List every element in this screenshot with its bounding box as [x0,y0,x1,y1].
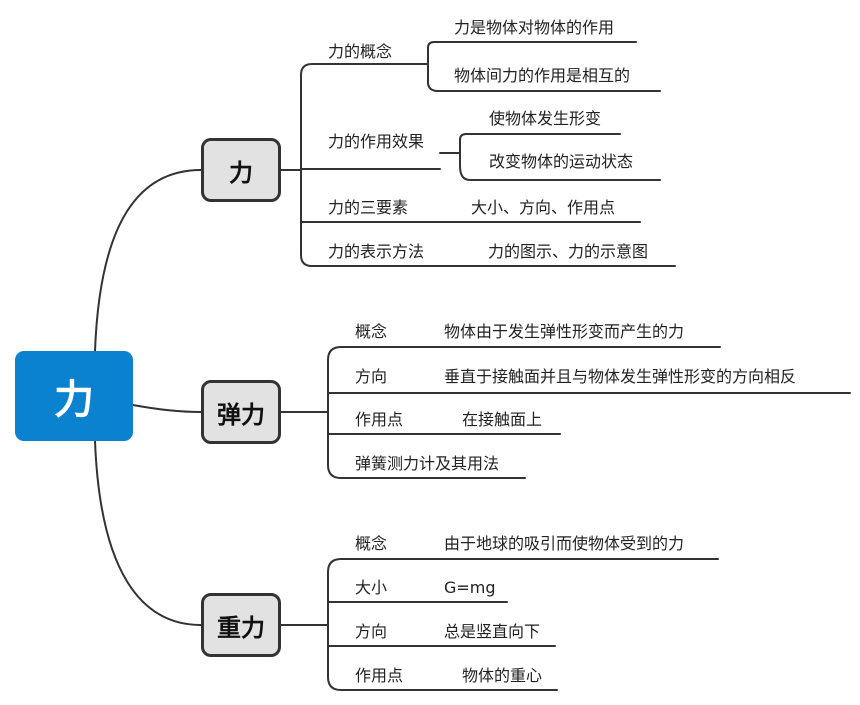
subtopic-effects-of-force[interactable]: 力的作用效果 [328,132,425,151]
subtopic-gravity-direction[interactable]: 方向 [355,622,388,641]
detail-force-mutual[interactable]: 物体间力的作用是相互的 [454,66,631,85]
subtopic-gravity-point[interactable]: 作用点 [355,666,404,685]
detail-motion-change[interactable]: 改变物体的运动状态 [489,152,634,171]
connector-root-to-elastic [132,404,202,413]
subtopic-concept-of-force[interactable]: 力的概念 [328,42,393,61]
detail-three-elements[interactable]: 大小、方向、作用点 [471,198,616,217]
subtopic-elastic-point[interactable]: 作用点 [355,410,404,429]
detail-elastic-concept[interactable]: 物体由于发生弹性形变而产生的力 [444,322,685,341]
connector-root-to-force [94,169,202,352]
topic-force[interactable]: 力 [201,138,281,202]
connector-root-to-gravity [94,440,202,626]
subtopic-representation[interactable]: 力的表示方法 [328,242,425,261]
topic-gravity[interactable]: 重力 [201,593,281,657]
subtopic-elastic-direction[interactable]: 方向 [355,367,388,386]
topic-elastic-force[interactable]: 弹力 [201,380,281,444]
detail-gravity-formula[interactable]: G=mg [444,578,496,597]
detail-gravity-direction[interactable]: 总是竖直向下 [444,622,541,641]
central-topic[interactable]: 力 [15,351,133,441]
detail-elastic-point[interactable]: 在接触面上 [462,410,543,429]
detail-deformation[interactable]: 使物体发生形变 [489,109,602,128]
subtopic-three-elements[interactable]: 力的三要素 [328,198,409,217]
detail-gravity-concept[interactable]: 由于地球的吸引而使物体受到的力 [444,534,685,553]
detail-elastic-direction[interactable]: 垂直于接触面并且与物体发生弹性形变的方向相反 [444,367,797,386]
detail-gravity-point[interactable]: 物体的重心 [462,666,543,685]
detail-representation[interactable]: 力的图示、力的示意图 [488,242,649,261]
detail-force-definition[interactable]: 力是物体对物体的作用 [454,18,615,37]
subtopic-elastic-concept[interactable]: 概念 [355,322,388,341]
subtopic-spring-scale[interactable]: 弹簧测力计及其用法 [355,454,500,473]
subtopic-gravity-magnitude[interactable]: 大小 [355,578,388,597]
subtopic-gravity-concept[interactable]: 概念 [355,534,388,553]
